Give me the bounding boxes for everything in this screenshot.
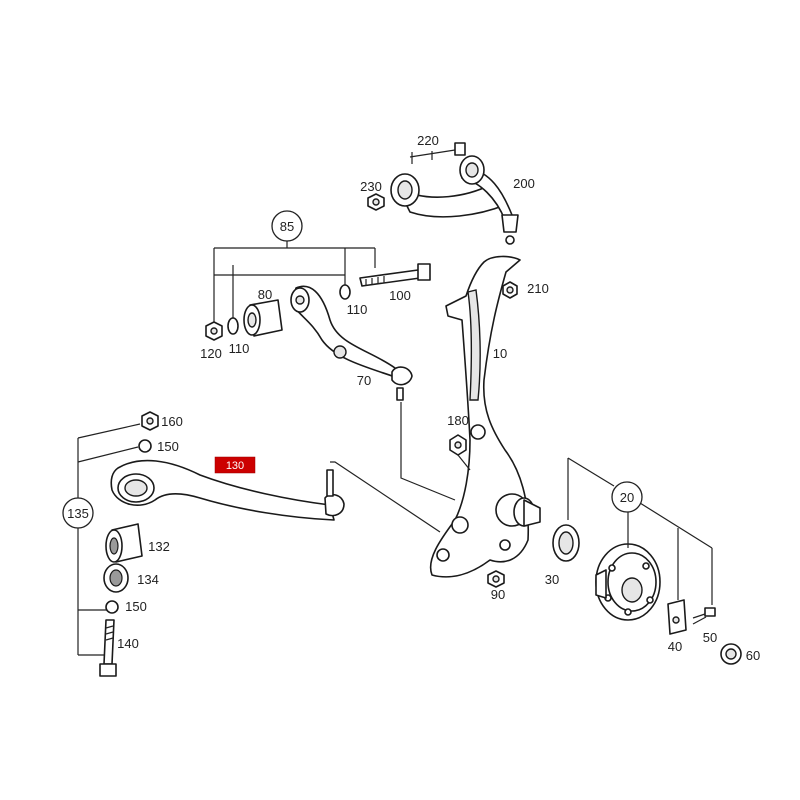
label-134: 134 — [137, 572, 159, 587]
callout-130-highlight[interactable]: 130 — [214, 456, 256, 474]
nut-180 — [449, 434, 467, 456]
nut-160 — [141, 411, 159, 431]
label-10: 10 — [493, 346, 507, 361]
lower-control-arm-130 — [110, 459, 345, 521]
svg-text:20: 20 — [620, 490, 634, 505]
label-210: 210 — [527, 281, 549, 296]
washer-150-upper — [138, 439, 152, 453]
bushing-132 — [105, 523, 143, 563]
wheel-hub-20 — [595, 543, 661, 621]
label-50: 50 — [703, 630, 717, 645]
seal-ring-30 — [552, 524, 580, 562]
label-60: 60 — [746, 648, 760, 663]
callout-20-bracket — [567, 457, 713, 605]
nut-120 — [205, 321, 223, 341]
label-110-lower: 110 — [229, 341, 250, 356]
bolt-100 — [359, 263, 431, 287]
callout-135: 135 — [62, 497, 94, 529]
label-110-upper: 110 — [347, 302, 368, 317]
callout-135-bracket — [77, 423, 141, 656]
label-100: 100 — [389, 288, 411, 303]
nut-210 — [502, 281, 518, 299]
label-160: 160 — [161, 414, 183, 429]
label-130: 130 — [226, 460, 244, 472]
label-150-lower: 150 — [125, 599, 147, 614]
callout-20: 20 — [611, 481, 643, 513]
steering-knuckle-10 — [429, 255, 541, 578]
bolt-50 — [692, 607, 716, 625]
bushing-80 — [243, 299, 283, 337]
bracket-40 — [667, 599, 687, 635]
bolt-140 — [99, 619, 117, 677]
washer-110-upper — [339, 284, 351, 300]
svg-text:135: 135 — [67, 506, 89, 521]
label-90: 90 — [491, 587, 505, 602]
label-30: 30 — [545, 572, 559, 587]
bushing-134 — [103, 563, 129, 593]
cap-60 — [720, 643, 742, 665]
svg-text:85: 85 — [280, 219, 294, 234]
upper-control-arm-200 — [390, 155, 519, 245]
label-70: 70 — [357, 373, 371, 388]
label-150-upper: 150 — [157, 439, 179, 454]
label-80: 80 — [258, 287, 272, 302]
callout-85: 85 — [271, 210, 303, 242]
label-200: 200 — [513, 176, 535, 191]
washer-110-lower — [227, 317, 239, 335]
label-140: 140 — [117, 636, 139, 651]
strut-arm-70 — [290, 285, 413, 401]
label-120: 120 — [200, 346, 222, 361]
nut-90 — [487, 570, 505, 588]
label-132: 132 — [148, 539, 170, 554]
label-220: 220 — [417, 133, 439, 148]
nut-230 — [367, 193, 385, 211]
label-40: 40 — [668, 639, 682, 654]
label-230: 230 — [360, 179, 382, 194]
label-180: 180 — [447, 413, 469, 428]
washer-150-lower — [105, 600, 119, 614]
